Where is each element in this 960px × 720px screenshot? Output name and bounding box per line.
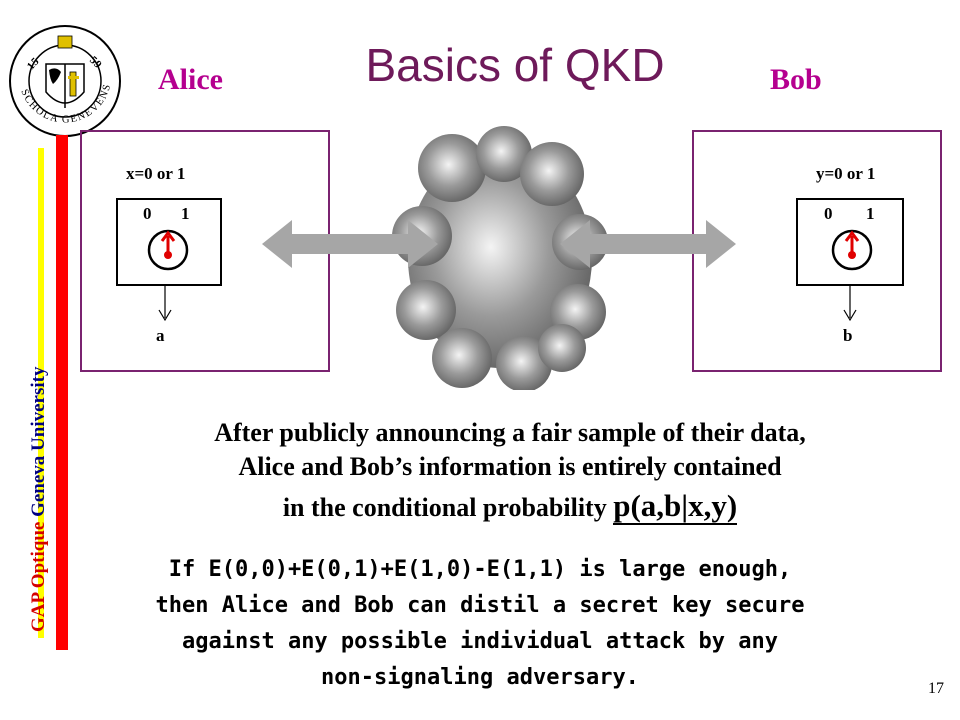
statement-line-3: in the conditional probability p(a,b|x,y… [100, 488, 920, 525]
bob-output-label: b [843, 326, 853, 345]
alice-dial-icon [146, 228, 190, 272]
alice-dial-right-label: 1 [181, 204, 190, 223]
condition-line-1: If E(0,0)+E(0,1)+E(1,0)-E(1,1) is large … [168, 557, 792, 582]
statement-line-2: Alice and Bob’s information is entirely … [238, 452, 782, 481]
sidebar-group-name: GAP Optique [28, 521, 49, 632]
university-seal-logo: 15 59 SCHOLA GENEVENSIS [2, 14, 124, 140]
bob-dial-left-label: 0 [824, 204, 833, 223]
alice-output-label: a [156, 326, 165, 345]
alice-name: Alice [158, 63, 223, 96]
slide-title: Basics of QKD [365, 39, 665, 91]
bob-name: Bob [770, 63, 822, 96]
bob-dial-right-label: 1 [866, 204, 875, 223]
sidebar-red-bar [56, 135, 68, 650]
page-number: 17 [928, 680, 944, 697]
sidebar-university-name: Geneva University [28, 366, 49, 517]
sidebar-yellow-bar [38, 148, 44, 638]
conditional-probability-formula: p(a,b|x,y) [613, 488, 738, 525]
left-double-arrow-icon [262, 216, 438, 272]
bob-setting-label: y=0 or 1 [816, 164, 876, 183]
sidebar-label: GAP Optique Geneva University [28, 367, 50, 632]
condition-line-2: then Alice and Bob can distil a secret k… [155, 593, 805, 618]
condition-line-4: non-signaling adversary. [321, 665, 639, 690]
alice-output-arrow-icon [158, 286, 172, 322]
condition-line-3: against any possible individual attack b… [181, 629, 779, 654]
alice-dial-left-label: 0 [143, 204, 152, 223]
statement-line-1: After publicly announcing a fair sample … [214, 418, 806, 447]
right-double-arrow-icon [560, 216, 736, 272]
alice-setting-label: x=0 or 1 [126, 164, 186, 183]
source-cloud-icon [392, 126, 608, 392]
bob-output-arrow-icon [843, 286, 857, 322]
statement-line-3-text: in the conditional probability [282, 493, 607, 522]
bob-dial-icon [830, 228, 874, 272]
